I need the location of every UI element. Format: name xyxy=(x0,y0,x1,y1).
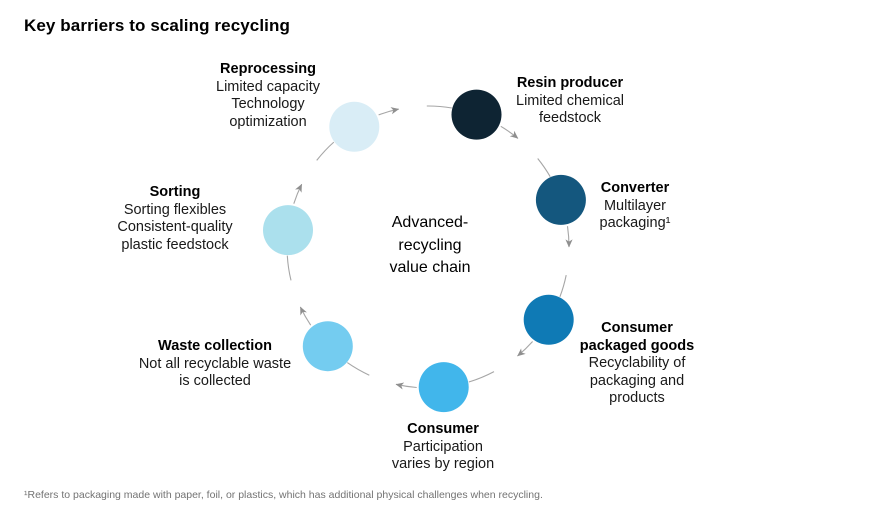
flow-arrow-reprocessing-next xyxy=(378,107,400,116)
node-barrier-reprocessing: Technology xyxy=(231,96,305,112)
footnote: ¹Refers to packaging made with paper, fo… xyxy=(24,489,543,501)
flow-arrow-converter-next xyxy=(565,226,573,248)
node-barrier-consumer-packaged-goods: packaging and xyxy=(589,372,685,389)
node-name-converter: Converter xyxy=(600,180,670,196)
node-name-sorting: Sorting xyxy=(149,184,201,200)
flow-arrow-consumer-packaged-goods-next xyxy=(517,341,534,357)
flow-arrow-tail-reprocessing-next xyxy=(426,105,452,109)
node-barrier-converter: Multilayer xyxy=(603,197,667,214)
node-circle-converter xyxy=(535,174,586,225)
flow-arrow-tail-consumer-packaged-goods-next xyxy=(468,371,495,383)
flow-arrow-resin-producer-next xyxy=(500,125,519,139)
flow-arrow-tail-converter-next xyxy=(559,274,567,297)
node-barrier-consumer-packaged-goods: Recyclability of xyxy=(588,355,686,371)
node-circle-resin-producer xyxy=(451,89,502,140)
center-label-line: recycling xyxy=(398,236,462,254)
flow-arrow-consumer-next xyxy=(395,382,417,390)
center-label-line: value chain xyxy=(389,259,471,276)
node-circle-waste-collection xyxy=(302,321,353,372)
node-name-consumer-packaged-goods: packaged goods xyxy=(579,337,695,354)
node-barrier-reprocessing: optimization xyxy=(229,113,307,130)
node-circle-sorting xyxy=(263,205,313,256)
node-barrier-converter: packaging¹ xyxy=(599,215,671,231)
node-barrier-sorting: plastic feedstock xyxy=(121,236,229,253)
node-barrier-resin-producer: Limited chemical xyxy=(516,92,624,109)
node-barrier-consumer-packaged-goods: products xyxy=(609,390,665,406)
node-name-consumer-packaged-goods: Consumer xyxy=(601,320,673,336)
node-barrier-sorting: Sorting flexibles xyxy=(123,201,227,218)
node-barrier-consumer: Participation xyxy=(403,438,483,455)
node-name-waste-collection: Waste collection xyxy=(158,338,272,354)
node-barrier-sorting: Consistent-quality xyxy=(117,219,233,235)
node-circle-reprocessing xyxy=(329,101,380,152)
node-barrier-reprocessing: Limited capacity xyxy=(216,78,320,95)
flow-arrow-waste-collection-next xyxy=(299,306,312,326)
node-circle-consumer-packaged-goods xyxy=(523,294,574,345)
node-name-consumer: Consumer xyxy=(407,421,479,437)
page-title: Key barriers to scaling recycling xyxy=(24,16,290,35)
node-circle-consumer xyxy=(418,362,469,413)
flow-arrow-tail-waste-collection-next xyxy=(286,255,292,281)
flow-arrow-sorting-next xyxy=(293,183,303,204)
node-name-resin-producer: Resin producer xyxy=(516,75,624,91)
flow-arrow-tail-sorting-next xyxy=(316,141,335,161)
center-label: Advanced- recycling value chain xyxy=(390,212,471,280)
flow-arrow-tail-consumer-next xyxy=(346,362,370,376)
center-label-line: Advanced- xyxy=(391,214,469,231)
node-barrier-consumer: varies by region xyxy=(391,456,495,472)
node-name-reprocessing: Reprocessing xyxy=(220,61,316,77)
node-barrier-waste-collection: Not all recyclable waste xyxy=(138,355,292,372)
node-barrier-waste-collection: is collected xyxy=(179,373,251,389)
node-barrier-resin-producer: feedstock xyxy=(538,110,602,126)
flow-arrow-tail-resin-producer-next xyxy=(537,158,551,177)
